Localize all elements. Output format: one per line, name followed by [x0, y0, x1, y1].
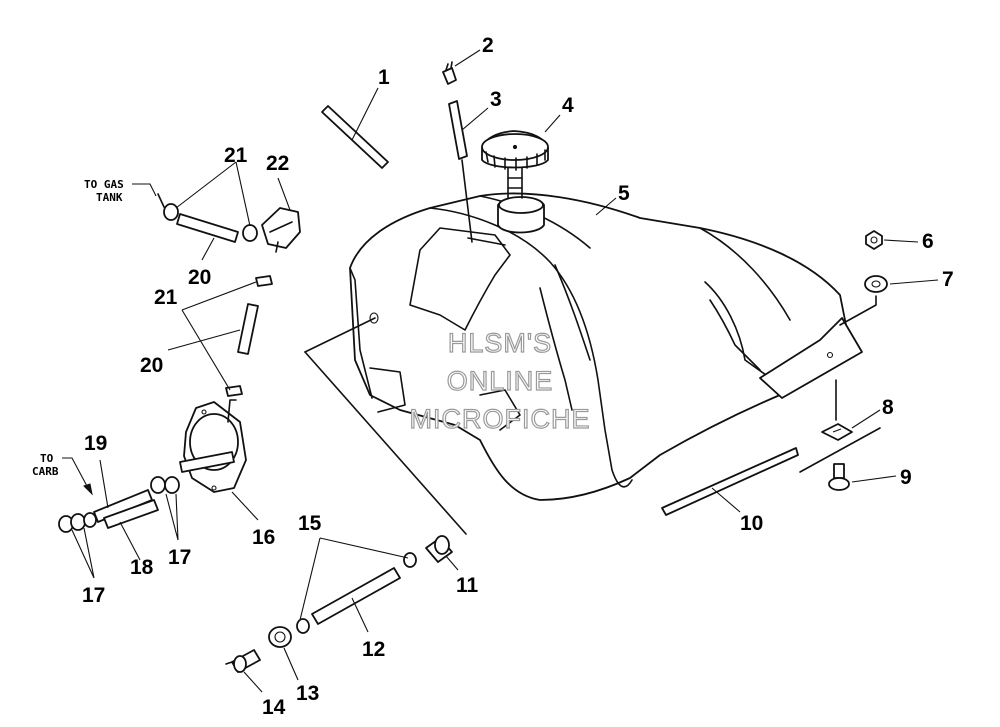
clamp-lower — [296, 618, 310, 634]
callout-12: 12 — [362, 638, 385, 661]
callout-8: 8 — [882, 396, 894, 419]
bolt — [828, 463, 850, 491]
callout-21-upper: 21 — [224, 144, 248, 167]
callout-6: 6 — [922, 230, 934, 253]
callout-4: 4 — [562, 94, 574, 117]
callout-20-lower: 20 — [140, 354, 163, 377]
leader-lines — [71, 49, 939, 693]
clamp-17-pair — [150, 476, 180, 494]
callout-13: 13 — [296, 682, 319, 705]
watermark: HLSM'S ONLINE MICROFICHE — [409, 327, 591, 434]
fuel-pump — [179, 399, 247, 493]
callout-14: 14 — [262, 696, 286, 719]
note-to-gas-tank-line-1: TO GAS — [84, 178, 124, 191]
clamp-middle-lower — [225, 385, 243, 397]
note-to-gas-tank-line-2: TANK — [96, 191, 123, 204]
callout-22: 22 — [266, 152, 289, 175]
callout-5: 5 — [618, 182, 630, 205]
fuel-tank — [349, 192, 863, 501]
fuel-filter — [261, 207, 301, 253]
note-to-carb-line-1: TO — [40, 452, 54, 465]
vent-hose — [448, 100, 473, 243]
clamp-17-cluster — [58, 512, 97, 533]
callout-11: 11 — [456, 574, 479, 597]
fuel-cap — [481, 130, 549, 199]
callout-9: 9 — [900, 466, 912, 489]
pad — [821, 423, 853, 441]
callout-17-upper: 17 — [168, 546, 191, 569]
callout-15: 15 — [298, 512, 322, 535]
shutoff-valve — [225, 649, 261, 673]
callout-10: 10 — [740, 512, 763, 535]
callout-16: 16 — [252, 526, 275, 549]
washer — [864, 275, 888, 293]
callout-18: 18 — [130, 556, 154, 579]
callout-3: 3 — [490, 88, 502, 111]
strip — [661, 447, 799, 516]
watermark-line-1: HLSM'S — [448, 328, 552, 358]
hose-upper — [176, 213, 239, 243]
clamp-middle-upper — [255, 275, 273, 287]
clamp-21-left — [163, 203, 179, 221]
hose-lower — [93, 489, 159, 529]
callout-17-lower: 17 — [82, 584, 105, 607]
callout-21-lower: 21 — [154, 286, 178, 309]
fitting — [425, 535, 453, 563]
fuel-hose-lower — [311, 567, 401, 625]
clamp-upper — [403, 552, 417, 568]
callout-19: 19 — [84, 432, 107, 455]
callout-2: 2 — [482, 34, 494, 57]
grommet — [268, 626, 292, 648]
callout-1: 1 — [378, 66, 390, 89]
callout-7: 7 — [942, 268, 954, 291]
callout-20-upper: 20 — [188, 266, 211, 289]
nut — [865, 230, 883, 250]
watermark-line-3: MICROFICHE — [410, 404, 591, 434]
note-to-carb-line-2: CARB — [32, 465, 59, 478]
watermark-line-2: ONLINE — [447, 366, 554, 396]
vent-strap — [321, 105, 389, 169]
clamp-21-right — [242, 224, 258, 242]
callout-labels: 1 2 3 4 5 6 7 8 9 10 11 12 13 14 15 16 1… — [82, 34, 954, 719]
hose-middle — [237, 303, 259, 355]
vent-valve — [442, 61, 457, 85]
